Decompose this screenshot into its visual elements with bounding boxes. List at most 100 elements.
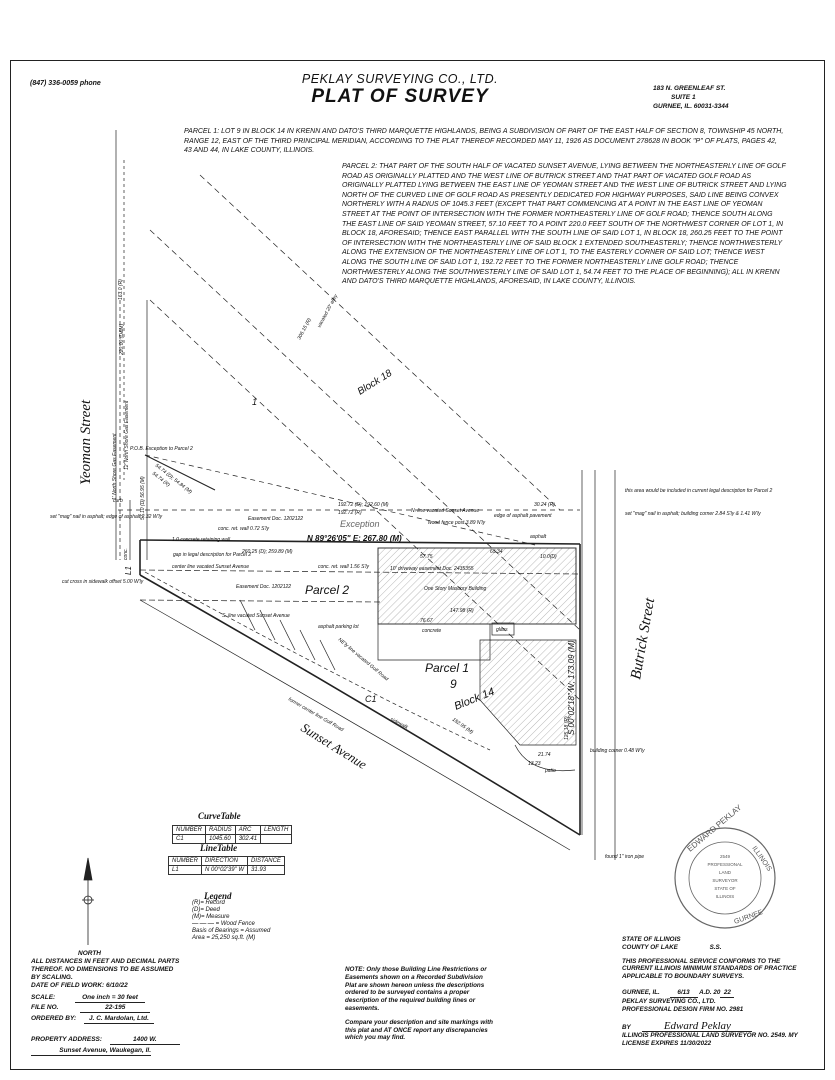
seal-number: 2549 [720,854,731,859]
parking-stripe [319,639,336,671]
curve-c1-label: C1 [365,694,377,704]
legend-bearings: Basis of Bearings = Assumed [192,928,271,934]
block-18-label: Block 18 [356,368,395,398]
scale-row: SCALE: One inch = 30 feet [31,994,146,1003]
parking-stripe [259,609,276,641]
conc-label: conc. [123,548,129,560]
dim-57: 57.75 [420,554,433,560]
block-line-3 [199,174,561,511]
patio-label: patio [544,768,556,774]
ordered-row: ORDERED BY: J. C. Mardolan, Ltd. [31,1015,154,1024]
legal-description-parcel-1: PARCEL 1: LOT 9 IN BLOCK 14 IN KRENN AND… [184,128,784,154]
property-address-label: PROPERTY ADDRESS: [31,1036,103,1043]
line-header-number: NUMBER [167,856,203,866]
page-title: PLAT OF SURVEY [311,86,489,107]
pob-label: P.O.B. Exception to Parcel 2 [130,446,193,452]
sidewalk-label: sidewalk [389,716,409,731]
center-line-sunset [139,569,581,575]
curve-cell [260,834,293,844]
dim-260: 260.25 (D); 259.89 (M) [241,549,293,555]
line-table-title: LineTable [200,843,238,853]
curve-cell: 302.41 [234,834,262,844]
legend: Legend (R)= Record (D)= Deed (M)= Measur… [192,892,271,942]
parking-stripe [299,629,316,661]
cert-state: STATE OF ILLINOIS [622,936,681,943]
dim-21: 21.74 [537,752,551,758]
gas-easement-label-2: 1' North Shore Gas Easement [112,433,118,500]
curve-table: NUMBER RADIUS ARC LENGTH C1 1045.60 302.… [171,825,293,844]
block-line-4 [144,454,536,546]
curve-header-number: NUMBER [171,825,207,835]
building-corner-label: building corner 0.48 W'ly [590,748,645,754]
curve-cell: C1 [171,834,207,844]
address-row: PROPERTY ADDRESS: 1400 W. [31,1036,180,1045]
field-work-label: DATE OF FIELD WORK: [31,982,105,989]
address-line-3: GURNEE, IL. 60031-3344 [653,103,729,110]
asphalt-label: asphalt [530,534,547,540]
retaining-wall-3: conc. ret. wall 1.56 S'ly [318,564,369,570]
sheet-border [10,60,825,1070]
dim-top-3: N. line vacated Sunset Avenue [411,508,479,514]
seal-top-text: EDWARD PEKLAY [686,802,744,853]
company-name: PEKLAY SURVEYING CO., LTD. [301,72,499,86]
property-address-2: Sunset Avenue, Waukegan, Il. [31,1047,151,1056]
driveway-easement-label: 10' driveway easement Doc. 2435355 [390,566,474,572]
easement-label-2: Easement Doc. 1202122 [236,584,291,590]
field-work-date: 6/10/22 [106,982,128,989]
cert-ad: A.D. 20 [699,988,721,996]
parcel-1-label: Parcel 1 [425,661,469,675]
dim-65: 65.34 [490,549,503,555]
vacated-alley-label: vacated 20' alley [316,293,339,329]
seal-line-3: LAND [719,870,732,875]
retaining-wall-2: 1.0 concrete retaining wall [172,537,231,543]
cert-firm: PEKLAY SURVEYING CO., LTD. [622,997,716,1005]
block-line-1 [149,229,581,631]
edge-asphalt-label: edge of asphalt pavement [494,513,552,519]
gas-easement-label: 12' North Shore Gas Easement [124,400,130,470]
legend-measure: (M)= Measure [192,914,230,920]
wood-fence-label: wood fence post 3.89 N'ly [428,520,486,526]
curb-label: curb [113,498,123,504]
building-south-wing [479,639,577,746]
exception-label: Exception [340,519,380,529]
surveyor-seal: EDWARD PEKLAY ILLINOIS GURNEE 2549 PROFE… [674,802,776,929]
cert-ss: S.S. [709,943,722,951]
fence-symbol-icon: —·—·— [192,921,214,927]
line-cell: N 00°02'39" W [201,865,249,875]
seal-right-text: ILLINOIS [750,845,772,873]
dim-13: 13.23 [528,761,541,767]
property-address-1: 1400 W. [109,1036,180,1045]
sunset-curb [139,599,571,851]
found-pipe-label: found 1" iron pipe [605,854,644,860]
parking-label: asphalt parking lot [318,624,359,630]
dim-10: 10.0(D) [540,554,557,560]
file-label: FILE NO. [31,1004,59,1011]
address-line-1: 183 N. GREENLEAF ST. [653,85,726,92]
dim-57-yeoman: 57.10 (D) 56.95 (M) [140,476,146,520]
cert-design: PROFESSIONAL DESIGN FIRM NO. 2981 [622,1005,744,1013]
line-cell: 31.93 [247,865,285,875]
lot-9-label: 9 [450,677,457,691]
curve-header-arc: ARC [234,825,262,835]
cert-place: GURNEE, IL. [622,988,660,996]
line-l1-label: L1 [124,566,133,575]
scaling-note: ALL DISTANCES IN FEET AND DECIMAL PARTS … [31,958,180,981]
south-property-line [139,574,581,836]
legend-deed: (D)= Deed [192,907,220,913]
ordered-value: J. C. Mardolan, Ltd. [83,1015,154,1024]
north-arrow [82,857,94,945]
cert-signature-row: BY Edward Peklay [622,1021,812,1033]
field-work-row: DATE OF FIELD WORK: 6/10/22 [31,982,128,990]
legend-fence: —·—·— = Wood Fence [192,921,270,928]
dim-top-2: 192.72 (R) [338,510,362,516]
former-centerline [144,571,491,751]
dim-147: 147.98 (R) [450,608,474,614]
line-header-direction: DIRECTION [201,856,249,866]
company-address: 183 N. GREENLEAF ST. SUITE 1 GURNEE, IL.… [653,84,729,111]
s-line-sunset [139,599,381,603]
center-line-sunset-label: center line vacated Sunset Avenue [172,564,249,570]
cert-year: 22 [720,989,735,998]
file-row: FILE NO. 22-195 [31,1004,151,1013]
